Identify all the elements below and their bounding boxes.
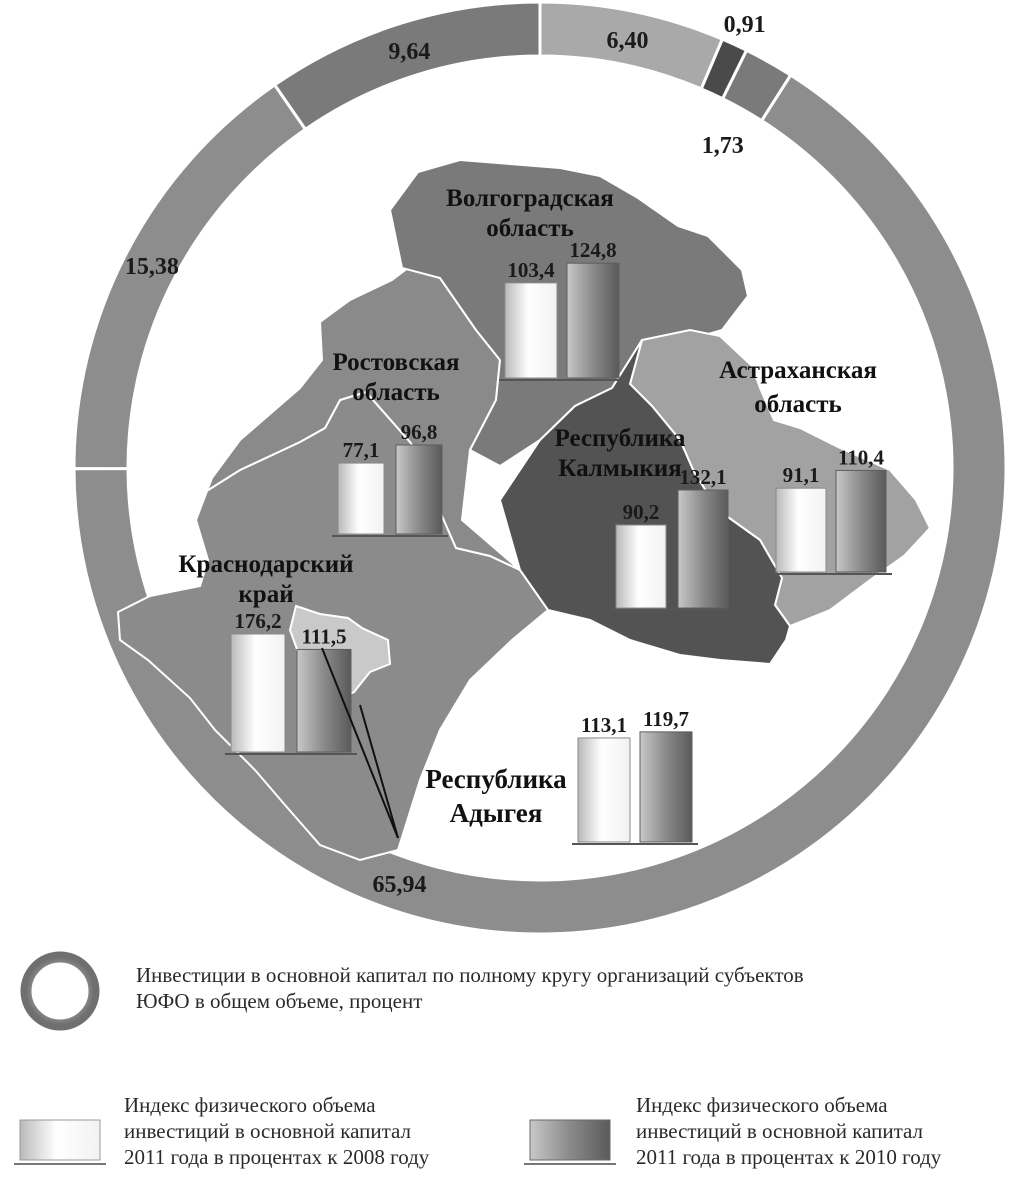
ring-label-seg-15-38: 15,38 xyxy=(125,254,179,280)
legend-light-line1: Индекс физического объема xyxy=(124,1093,376,1117)
krasnodar-label-2008: 176,2 xyxy=(234,609,281,633)
adygea-name-line2: Адыгея xyxy=(450,798,543,828)
rostov-label-2008: 77,1 xyxy=(343,438,380,462)
krasnodar-name-line1: Краснодарский xyxy=(178,551,353,578)
kalmykia-label-2010: 132,1 xyxy=(679,465,726,489)
legend-dark-line1: Индекс физического объема xyxy=(636,1093,888,1117)
legend-dark-line2: инвестиций в основной капитал xyxy=(636,1119,924,1143)
legend-ring-line2: ЮФО в общем объеме, процент xyxy=(136,989,423,1013)
ring-label-seg-0-91: 0,91 xyxy=(724,12,766,38)
legend-dark-text: Индекс физического объема инвестиций в о… xyxy=(636,1092,1022,1170)
kalmykia-name-line1: Республика xyxy=(555,425,686,452)
rostov-name-line2: область xyxy=(352,379,440,406)
ring-label-seg-6-40: 6,40 xyxy=(606,28,648,54)
astrakhan-bar-2008 xyxy=(775,487,827,573)
volgograd-label-2010: 124,8 xyxy=(569,238,616,262)
kalmykia-label-2008: 90,2 xyxy=(623,500,660,524)
rostov-bar-2010 xyxy=(395,444,443,535)
astrakhan-label-2008: 91,1 xyxy=(783,463,820,487)
ring-label-seg-1-73: 1,73 xyxy=(702,133,744,159)
astrakhan-label-2010: 110,4 xyxy=(838,445,885,469)
volgograd-bar-2008 xyxy=(504,282,558,379)
adygea-leader-lines xyxy=(321,647,399,839)
astrakhan-name-line2: область xyxy=(754,391,842,418)
region-names: Волгоградская область Ростовская область… xyxy=(178,185,876,828)
adygea-name-line1: Республика xyxy=(425,764,567,794)
index-bars: 103,4 124,8 77,1 96,8 91,1 110,4 90,2 132,1 176,… xyxy=(225,238,892,845)
volgograd-name-line2: область xyxy=(486,215,574,242)
astrakhan-bar-2010 xyxy=(835,469,887,573)
legend-ring-line1: Инвестиции в основной капитал по полному… xyxy=(136,963,804,987)
rostov-label-2010: 96,8 xyxy=(401,420,438,444)
adygea-label-2008: 113,1 xyxy=(581,713,627,737)
krasnodar-bar-2008 xyxy=(230,633,286,753)
volgograd-name-line1: Волгоградская xyxy=(446,185,614,212)
legend-ring-icon xyxy=(20,951,100,1031)
legend-ring-text: Инвестиции в основной капитал по полному… xyxy=(136,962,1016,1014)
kalmykia-name-line2: Калмыкия xyxy=(558,455,681,482)
krasnodar-name-line2: край xyxy=(238,581,293,608)
kalmykia-bar-2008 xyxy=(615,524,667,609)
ring-segment-seg-65-94 xyxy=(72,73,1008,936)
legend-icons xyxy=(14,951,616,1165)
legend-dark-bar-icon xyxy=(529,1119,611,1161)
krasnodar-label-2010: 111,5 xyxy=(302,624,347,648)
legend-light-text: Индекс физического объема инвестиций в о… xyxy=(124,1092,524,1170)
kalmykia-bar-2010 xyxy=(677,489,729,609)
rostov-name-line1: Ростовская xyxy=(332,349,459,376)
share-ring: 6,40 0,91 1,73 65,94 15,38 9,64 xyxy=(72,0,1008,936)
legend-light-line2: инвестиций в основной капитал xyxy=(124,1119,412,1143)
astrakhan-name-line1: Астраханская xyxy=(719,357,877,384)
ring-segment-seg-15-38 xyxy=(72,82,308,471)
adygea-label-2010: 119,7 xyxy=(643,707,689,731)
volgograd-label-2008: 103,4 xyxy=(507,258,555,282)
ring-label-seg-65-94: 65,94 xyxy=(372,872,426,898)
adygea-bar-2008 xyxy=(577,737,631,843)
adygea-bar-2010 xyxy=(639,731,693,843)
legend-dark-line3: 2011 года в процентах к 2010 году xyxy=(636,1145,942,1169)
legend-light-bar-icon xyxy=(19,1119,101,1161)
legend-light-line3: 2011 года в процентах к 2008 году xyxy=(124,1145,430,1169)
krasnodar-bar-2010 xyxy=(296,648,352,753)
volgograd-bar-2010 xyxy=(566,262,620,379)
rostov-bar-2008 xyxy=(337,462,385,535)
ring-label-seg-9-64: 9,64 xyxy=(388,39,430,65)
ring-segment-seg-9-64 xyxy=(272,0,542,132)
